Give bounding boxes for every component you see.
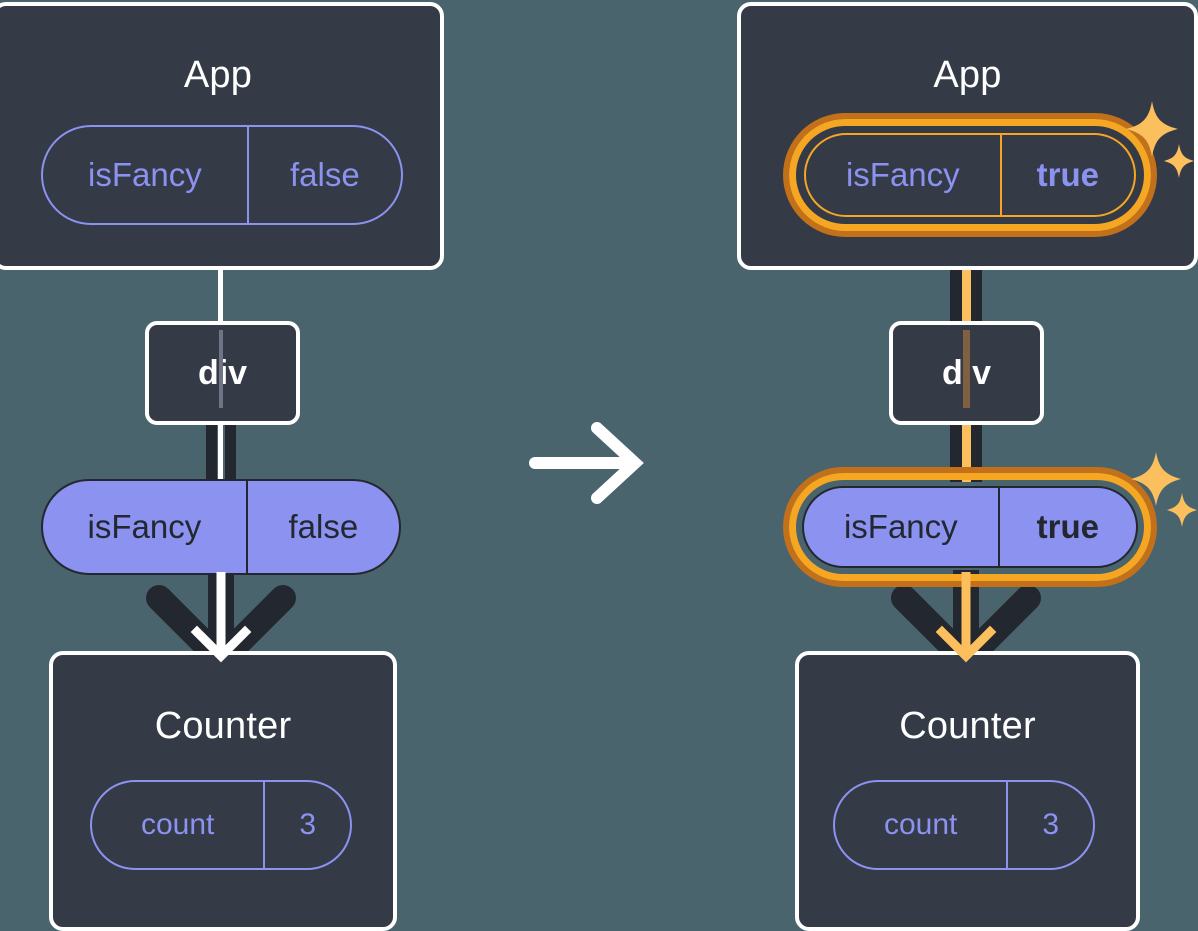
connector-through-div-left: [219, 330, 223, 408]
state-pill-app-left-key: isFancy: [88, 156, 202, 193]
props-pill-left-key: isFancy: [87, 508, 202, 545]
connector-div-to-props-left-dark-a: [206, 420, 217, 482]
connector-div-to-props-left-dark-b: [225, 420, 236, 482]
counter-title-right: Counter: [899, 705, 1036, 747]
connector-div-to-props-right-dark-b: [970, 420, 982, 482]
props-pill-left[interactable]: isFancy false: [41, 479, 401, 575]
state-pill-counter-left-key: count: [140, 808, 215, 841]
connector-through-div-right: [963, 330, 970, 408]
state-pill-app-left[interactable]: isFancy false: [41, 125, 403, 225]
state-pill-counter-right[interactable]: count 3: [833, 780, 1095, 870]
sparkle-icon-app-right: [1126, 101, 1194, 178]
connector-div-to-props-left-white: [218, 420, 223, 482]
arrow-props-to-counter-left-inner: [190, 572, 252, 663]
app-title-right: App: [933, 54, 1002, 96]
props-pill-left-value: false: [245, 481, 399, 573]
counter-title-left: Counter: [154, 705, 292, 747]
connector-div-to-props-right-dark-a: [950, 420, 962, 482]
connector-div-to-props-right-orange: [962, 420, 971, 482]
props-pill-right[interactable]: isFancy true: [802, 486, 1138, 568]
state-pill-app-right[interactable]: isFancy true: [804, 133, 1136, 217]
sparkle-icon-props-right: [1131, 452, 1197, 527]
app-title-left: App: [183, 54, 253, 96]
state-pill-counter-left-value: 3: [263, 782, 350, 868]
arrow-props-to-counter-right-inner: [935, 572, 997, 663]
state-pill-app-right-key: isFancy: [845, 156, 960, 193]
props-pill-right-value: true: [997, 488, 1136, 566]
state-pill-app-right-value: true: [999, 135, 1134, 215]
props-pill-right-key: isFancy: [843, 508, 958, 545]
state-pill-counter-right-key: count: [883, 808, 958, 841]
transition-arrow-icon: [529, 422, 644, 504]
state-pill-app-left-value: false: [246, 127, 401, 223]
state-pill-counter-left[interactable]: count 3: [90, 780, 352, 870]
state-pill-counter-right-value: 3: [1006, 782, 1093, 868]
highlight-ring-app-right: [789, 119, 1151, 231]
connector-app-to-div-left: [218, 266, 223, 324]
